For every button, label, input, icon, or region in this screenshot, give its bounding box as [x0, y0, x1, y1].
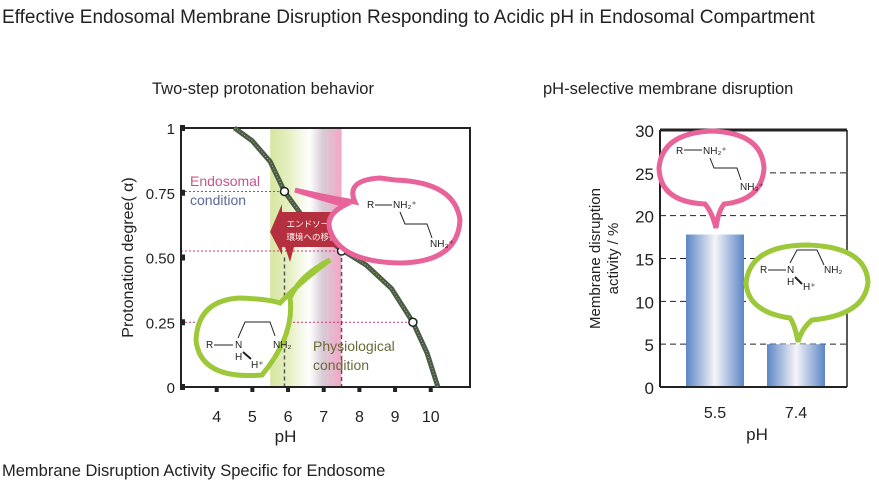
bond: [789, 249, 825, 266]
transition-arrow-tip: [285, 247, 294, 262]
physiological-label: condition: [313, 357, 369, 373]
structure-r: R: [206, 340, 213, 351]
bond: [399, 211, 433, 239]
structure-nh2plus: NH₂⁺: [703, 146, 727, 157]
y-axis-label: Protonation degree( α): [120, 177, 137, 337]
monoprotonated-bubble: [743, 242, 871, 343]
x-tick-label: 5.5: [704, 405, 726, 422]
monoprotonated-bubble: [193, 257, 332, 379]
transition-arrow: [270, 204, 345, 255]
x-tick-label: 8: [355, 409, 364, 426]
diprotonated-bubble: [294, 175, 463, 266]
x-axis-label: pH: [275, 427, 297, 446]
y-tick-label: 25: [635, 165, 654, 184]
y-tick-label: 0.25: [146, 315, 175, 332]
protonation-chart: 4 5 6 7 8 9 10 0 0.25 0.50 0.75 1 pH Protonation degr…: [120, 121, 471, 446]
y-tick-label: 5: [645, 336, 654, 355]
y-tick: [180, 319, 185, 326]
bar-7.4: [767, 344, 825, 387]
x-tick: [286, 386, 291, 392]
x-tick-label: 7: [319, 409, 328, 426]
structure-nh2plus: NH₂⁺: [393, 200, 417, 211]
x-tick: [357, 386, 362, 392]
structure-hplus: H⁺: [803, 282, 816, 293]
data-point: [408, 317, 418, 327]
endosomal-label: Endosomal: [190, 173, 260, 189]
y-tick-label: 0.75: [146, 186, 175, 203]
endosomal-label: condition: [190, 192, 246, 208]
x-tick: [214, 386, 219, 392]
structure-n: N: [235, 340, 242, 351]
x-tick: [428, 386, 433, 392]
hydrogen-bond: [794, 276, 803, 285]
y-tick: [180, 254, 185, 261]
y-tick-label: 10: [635, 293, 654, 312]
structure-nh2: NH₂: [273, 340, 291, 351]
y-tick-label: 20: [635, 208, 654, 227]
x-tick-label: 7.4: [785, 405, 807, 422]
x-tick-label: 9: [391, 409, 400, 426]
bar-5.5: [686, 234, 744, 387]
structure-r: R: [760, 265, 767, 276]
x-tick-label: 4: [212, 409, 221, 426]
structure-r: R: [367, 200, 374, 211]
figure-title: Effective Endosomal Membrane Disruption …: [2, 7, 815, 28]
x-tick: [250, 386, 255, 392]
hydrogen-bond: [242, 351, 252, 360]
structure-nh2: NH₂: [824, 265, 842, 276]
structure-h: H: [235, 352, 242, 363]
structure-r: R: [676, 146, 683, 157]
left-chart-title: Two-step protonation behavior: [152, 80, 374, 98]
bond: [237, 321, 276, 339]
physiological-band: [309, 128, 342, 387]
structure-n: N: [787, 265, 794, 276]
arrow-label: 環境への移行: [286, 232, 338, 242]
y-tick-label: 0.50: [146, 251, 175, 268]
structure-h: H: [787, 277, 794, 288]
structure-nh3plus: NH₃⁺: [430, 239, 454, 250]
diprotonated-bubble: [656, 128, 767, 229]
y-tick: [180, 125, 185, 131]
y-axis-label: activity / %: [605, 223, 622, 295]
y-tick: [180, 189, 185, 196]
structure-hplus: H⁺: [251, 360, 264, 371]
bond: [709, 157, 742, 181]
y-tick-label: 30: [635, 122, 654, 141]
arrow-label: エンドソーム: [287, 219, 338, 229]
x-tick-label: 6: [284, 409, 293, 426]
x-axis-label: pH: [746, 425, 768, 444]
x-tick-label: 10: [422, 409, 440, 426]
data-point: [279, 186, 290, 197]
y-tick-label: 0: [167, 380, 175, 397]
structure-nh3plus: NH₃⁺: [740, 182, 764, 193]
physiological-label: Physiological: [313, 338, 395, 354]
x-tick-label: 5: [248, 409, 257, 426]
x-tick: [393, 386, 398, 392]
y-axis-label: Membrane disruption: [587, 188, 604, 329]
y-tick-label: 15: [635, 251, 654, 270]
right-chart-title: pH-selective membrane disruption: [543, 80, 794, 98]
figure-caption: Membrane Disruption Activity Specific fo…: [2, 462, 386, 480]
y-tick: [180, 384, 185, 390]
y-tick-label: 0: [645, 379, 654, 398]
y-tick-label: 1: [167, 121, 175, 138]
x-tick: [321, 386, 326, 392]
